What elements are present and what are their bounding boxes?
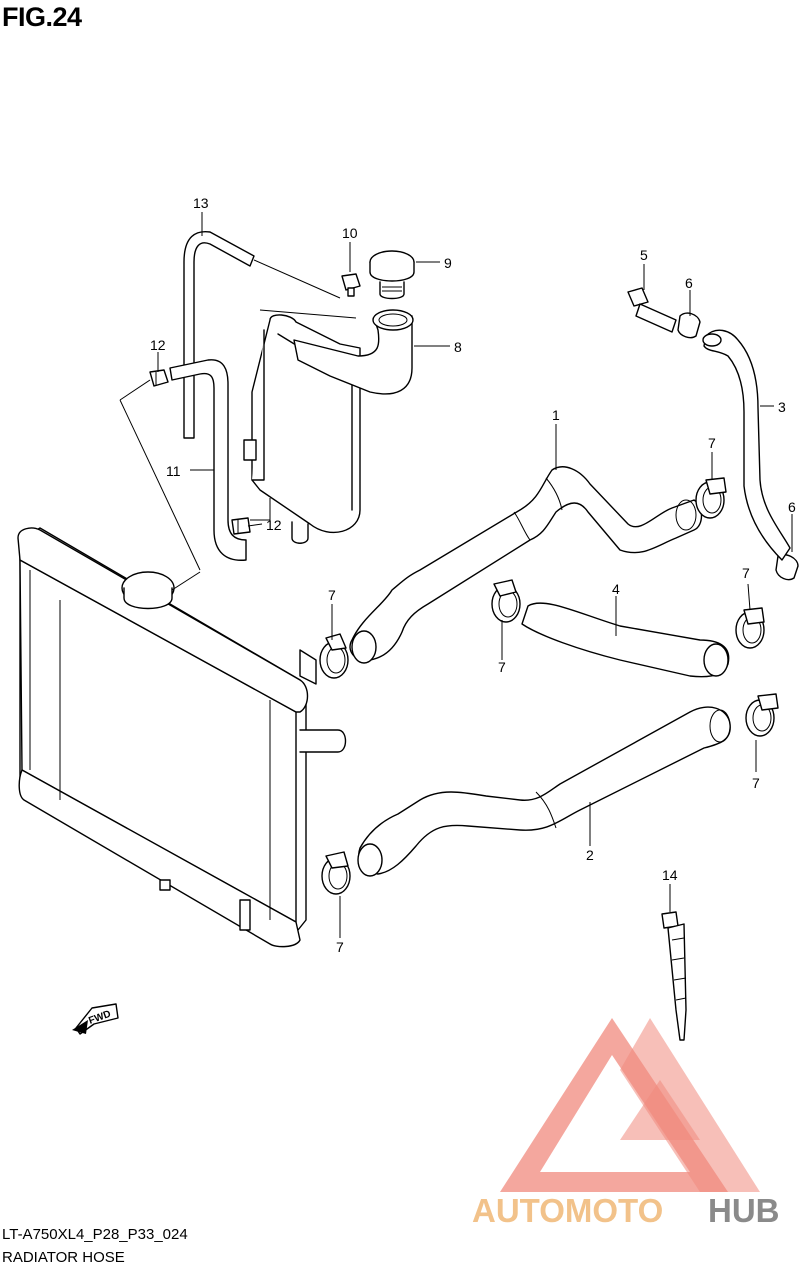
callout-7-d: 7 [742,565,750,581]
radiator [17,527,347,948]
callout-2: 2 [586,847,594,863]
watermark-text-hub: HUB [708,1192,780,1229]
callout-7-b: 7 [498,659,506,675]
part-3-hose [702,329,791,561]
callout-7-f: 7 [336,939,344,955]
part-4-hose [521,602,730,678]
callout-11: 11 [166,463,181,479]
callout-5: 5 [640,247,648,263]
callout-7-e: 7 [752,775,760,791]
model-code: LT-A750XL4_P28_P33_024 [2,1226,188,1243]
callout-labels: 13 10 9 5 6 8 12 3 1 7 11 12 6 7 7 4 7 7… [150,195,796,955]
part-8-filler-neck [293,309,414,395]
part-2-lower-hose [357,706,731,877]
callout-7-c: 7 [708,435,716,451]
callout-13: 13 [193,195,209,211]
part-7-clamp-d [735,607,765,649]
part-12-clamp-upper [149,369,169,387]
part-7-clamp-a [319,633,349,679]
part-7-clamp-e [745,693,779,737]
callout-9: 9 [444,255,452,271]
callout-1: 1 [552,407,560,423]
watermark-text-automoto: AUTOMOTO [472,1192,663,1229]
leader-lines [119,212,793,938]
callout-12-upper: 12 [150,337,166,353]
part-7-clamp-f [321,851,351,895]
part-1-upper-hose [349,466,703,664]
watermark-logo: AUTOMOTO HUB [472,1018,780,1229]
part-6-clamp-upper [677,312,701,339]
part-11-overflow-hose [169,359,247,561]
part-10-bolt [341,273,361,297]
figure-title: FIG.24 [2,2,82,32]
part-7-clamp-b [491,579,521,623]
callout-6-upper: 6 [685,275,693,291]
callout-4: 4 [612,581,620,597]
part-7-clamp-c [695,477,727,519]
part-6-clamp-lower [775,554,799,581]
figure-caption: RADIATOR HOSE [2,1249,125,1266]
callout-10: 10 [342,225,358,241]
fwd-arrow-icon: FWD [72,1003,119,1035]
part-12-clamp-lower [231,517,251,535]
part-14-cable-tie [661,911,687,1041]
part-13-breather-hose [183,230,255,439]
callout-3: 3 [778,399,786,415]
part-5-fitting [627,287,677,333]
callout-14: 14 [662,867,678,883]
callout-8: 8 [454,339,462,355]
callout-7-a: 7 [328,587,336,603]
callout-12-lower: 12 [266,517,282,533]
callout-6-lower: 6 [788,499,796,515]
part-9-cap [369,250,415,300]
